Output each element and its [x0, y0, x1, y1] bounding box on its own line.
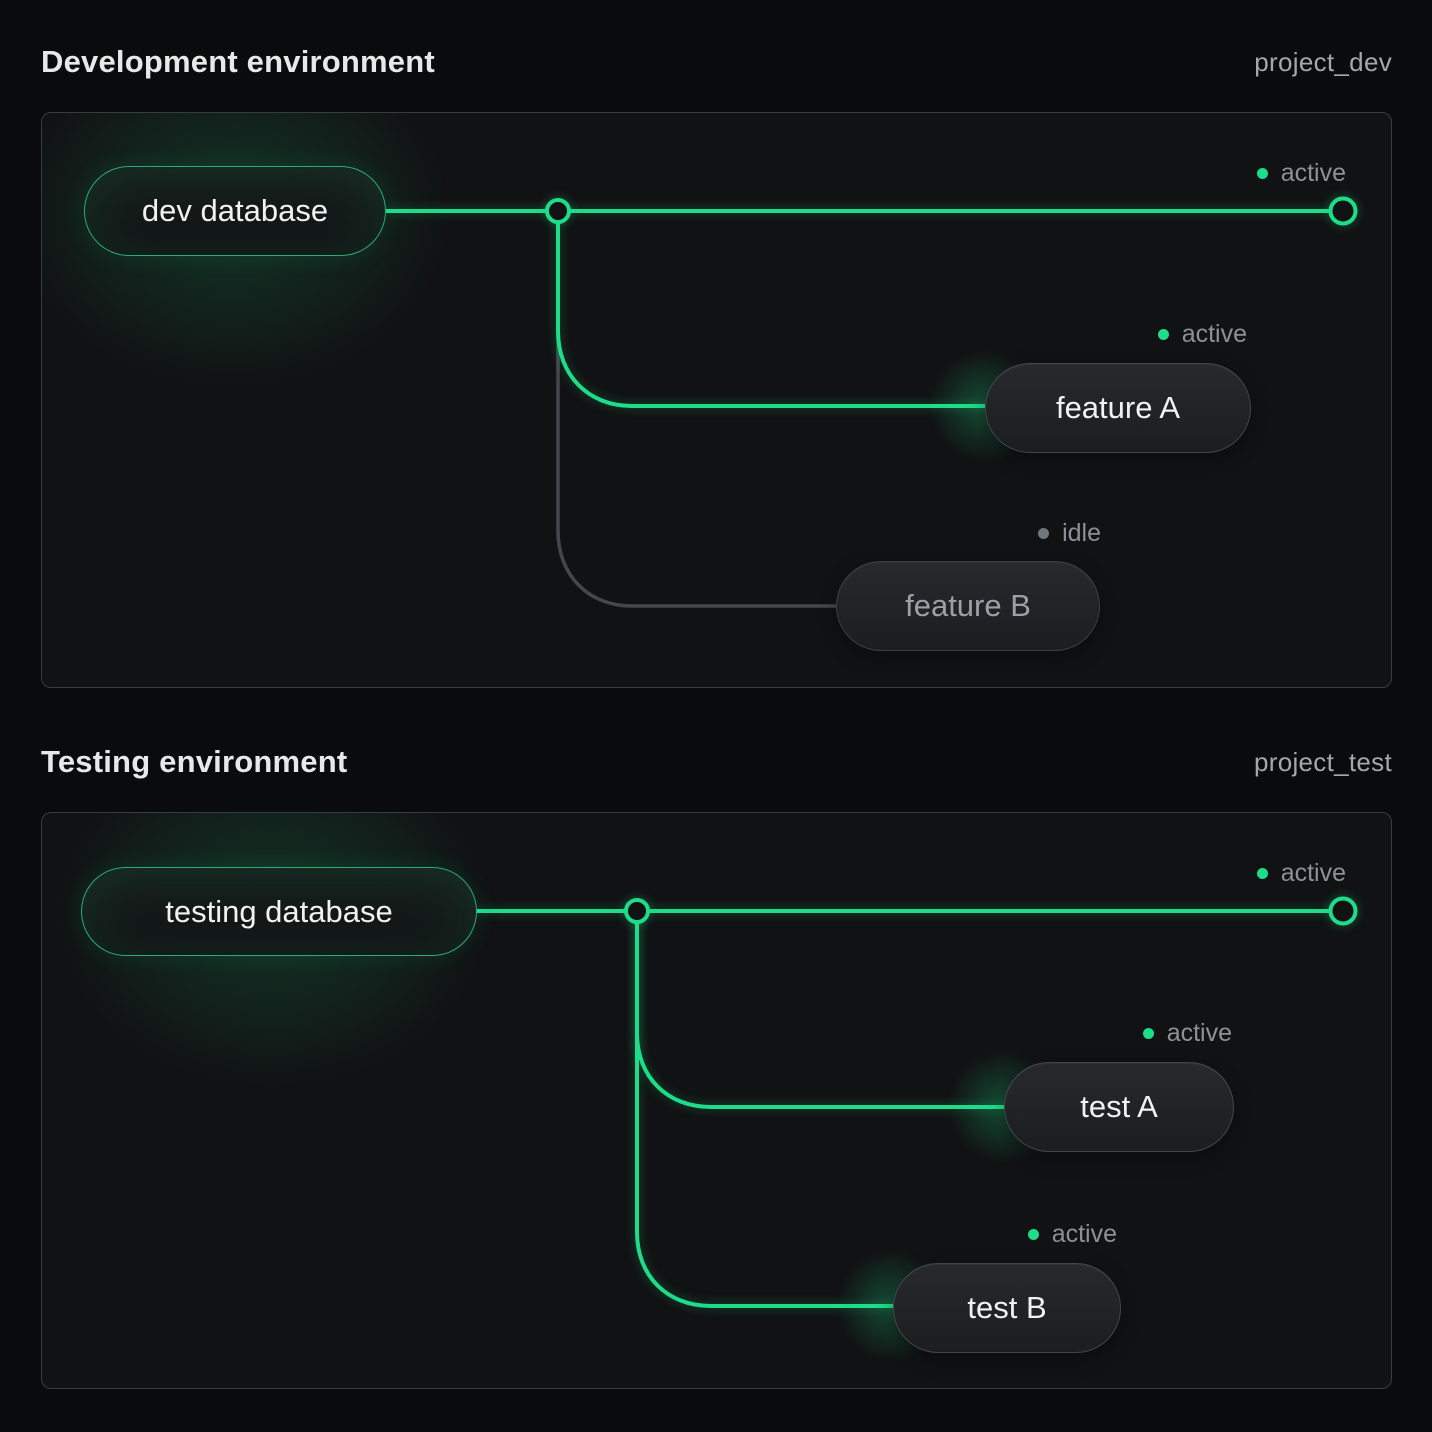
branch-point-icon [624, 898, 650, 924]
node-label: feature A [1055, 390, 1181, 425]
feature-b-connector [556, 221, 836, 608]
test-env-panel: active testing database active test A ac… [41, 812, 1392, 1389]
node-feature-b[interactable]: feature B [836, 561, 1100, 651]
node-testing-database[interactable]: testing database [81, 867, 477, 956]
test-branch-graph [477, 896, 1358, 1308]
branch-point-icon [545, 198, 571, 224]
test-env-header: Testing environment project_test [41, 742, 1392, 782]
status-label: active [1280, 858, 1346, 887]
test-env-title: Testing environment [41, 744, 348, 779]
node-label: test A [1080, 1089, 1158, 1124]
status-label: active [1280, 158, 1346, 187]
status-dot-icon [1142, 1027, 1154, 1039]
node-test-a[interactable]: test A [1004, 1062, 1234, 1152]
node-label: testing database [165, 893, 393, 929]
status-dot-icon [1038, 527, 1050, 539]
node-label: test B [967, 1290, 1047, 1325]
dev-env-panel: active dev database active feature A idl… [41, 112, 1392, 688]
branch-end-icon [1328, 896, 1358, 926]
status-dot-icon [1256, 167, 1268, 179]
feature-a-status: active [1157, 319, 1247, 348]
dev-env-header: Development environment project_dev [41, 42, 1392, 82]
status-dot-icon [1157, 328, 1169, 340]
test-project-label: project_test [1253, 746, 1392, 777]
dev-project-label: project_dev [1254, 46, 1392, 77]
node-feature-a[interactable]: feature A [985, 363, 1251, 453]
node-test-b[interactable]: test B [893, 1263, 1121, 1353]
test-a-connector [635, 911, 1004, 1109]
status-label: active [1051, 1219, 1117, 1248]
branch-end-icon [1328, 196, 1358, 226]
status-label: idle [1062, 518, 1101, 547]
status-dot-icon [1256, 867, 1268, 879]
test-b-connector [635, 911, 893, 1308]
main-branch-status: active [1256, 158, 1346, 187]
node-label: dev database [141, 193, 329, 228]
main-branch-status: active [1256, 858, 1346, 887]
feature-b-status: idle [1038, 519, 1101, 547]
dev-env-title: Development environment [41, 44, 435, 79]
test-a-status: active [1142, 1018, 1232, 1047]
feature-a-connector [556, 211, 985, 408]
node-dev-database[interactable]: dev database [84, 166, 386, 256]
dev-branch-graph [386, 196, 1358, 608]
status-label: active [1181, 319, 1247, 348]
node-label: feature B [905, 588, 1031, 623]
status-label: active [1166, 1018, 1232, 1047]
test-b-status: active [1027, 1219, 1117, 1248]
status-dot-icon [1027, 1228, 1039, 1240]
